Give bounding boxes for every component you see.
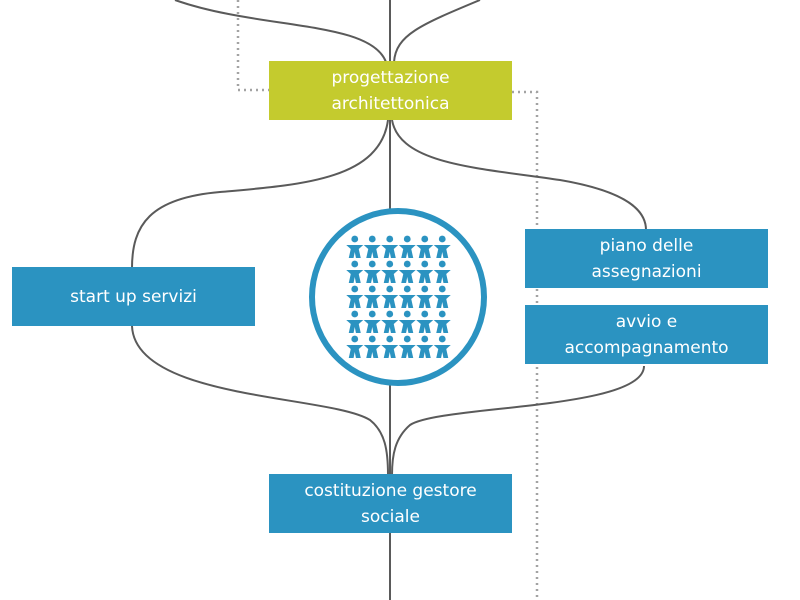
- person-icon: [398, 285, 416, 308]
- person-icon: [346, 235, 364, 258]
- person-icon: [398, 310, 416, 333]
- flow-lines: [131, 0, 647, 600]
- node-progettazione-architettonica: progettazione architettonica: [269, 61, 512, 120]
- person-icon: [416, 335, 434, 358]
- node-piano-delle-assegnazioni: piano delle assegnazioni: [525, 229, 768, 288]
- person-icon: [433, 335, 451, 358]
- flow-line-to-start-up: [131, 119, 389, 269]
- dotted-line-left: [236, 0, 270, 92]
- person-icon: [381, 285, 399, 308]
- node-piano-line1: piano delle: [599, 235, 694, 256]
- person-icon: [381, 335, 399, 358]
- person-icon: [346, 310, 364, 333]
- people-circle: [309, 208, 487, 386]
- person-icon: [381, 260, 399, 283]
- person-icon: [381, 310, 399, 333]
- node-avvio-line1: avvio e: [615, 311, 678, 332]
- person-icon: [433, 310, 451, 333]
- person-icon: [416, 310, 434, 333]
- person-icon: [398, 260, 416, 283]
- flow-line-to-piano: [391, 119, 647, 231]
- people-circle-ring: [309, 208, 487, 386]
- person-icon: [346, 335, 364, 358]
- node-progettazione-line2: architettonica: [331, 93, 450, 114]
- person-icon: [416, 235, 434, 258]
- person-icon: [433, 260, 451, 283]
- person-icon: [398, 335, 416, 358]
- person-icon: [363, 235, 381, 258]
- node-gestore-line2: sociale: [361, 506, 420, 527]
- person-icon: [433, 285, 451, 308]
- person-icon: [363, 285, 381, 308]
- flow-line-avvio-to-gestore: [391, 365, 645, 476]
- flow-line-top-right: [393, 0, 481, 63]
- person-icon: [398, 235, 416, 258]
- node-avvio-e-accompagnamento: avvio e accompagnamento: [525, 305, 768, 364]
- person-icon: [416, 285, 434, 308]
- flow-line-start-up-to-gestore: [131, 325, 389, 476]
- node-gestore-line1: costituzione gestore: [304, 480, 477, 501]
- person-icon: [416, 260, 434, 283]
- node-start-up-line1: start up servizi: [70, 286, 197, 307]
- dotted-connectors: [236, 0, 539, 600]
- dotted-line-right: [512, 90, 539, 600]
- person-icon: [363, 335, 381, 358]
- person-icon: [363, 310, 381, 333]
- person-icon: [433, 235, 451, 258]
- person-icon: [346, 285, 364, 308]
- node-start-up-servizi: start up servizi: [12, 267, 255, 326]
- node-piano-line2: assegnazioni: [591, 261, 702, 282]
- people-crowd-icon: [346, 235, 451, 358]
- flow-line-top-left: [174, 0, 387, 63]
- node-progettazione-line1: progettazione: [331, 67, 450, 88]
- node-avvio-line2: accompagnamento: [564, 337, 729, 358]
- person-icon: [363, 260, 381, 283]
- node-costituzione-gestore-sociale: costituzione gestore sociale: [269, 474, 512, 533]
- person-icon: [381, 235, 399, 258]
- person-icon: [346, 260, 364, 283]
